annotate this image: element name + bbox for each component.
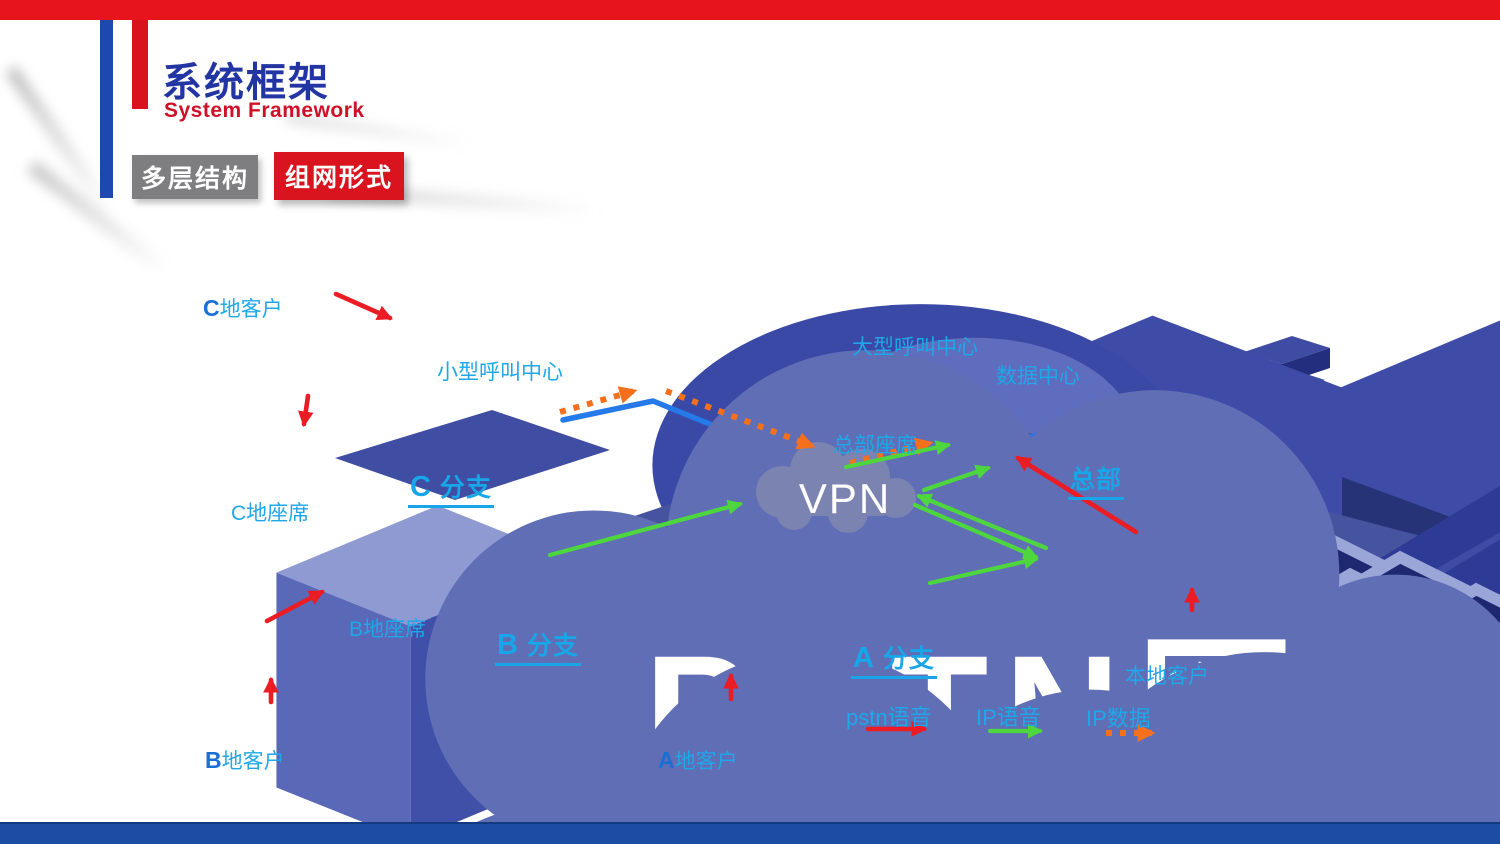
legend-ip-voice: IP语音 <box>976 705 1041 730</box>
label-branch-b-prefix: B <box>497 629 519 661</box>
voice-link-vertex-to-vpn <box>916 493 1049 551</box>
data-link-to-vpn <box>664 388 816 450</box>
voice-link-vpn-to-hq-agents-2 <box>921 464 991 493</box>
label-hq-agents: 总部座席 <box>833 434 917 457</box>
vpn-cloud-label: VPN <box>799 475 891 522</box>
branch-c-ground <box>335 410 610 500</box>
label-customer-a-rest: 地客户 <box>674 750 738 773</box>
voice-link-vpn-to-vertex <box>912 502 1039 560</box>
pstn-link-customer-c-to-cloud <box>333 291 393 321</box>
label-hq: 总部 <box>1068 460 1125 500</box>
label-customer-b: B地客户 <box>205 745 285 775</box>
voice-link-b-to-vpn <box>547 499 743 558</box>
pstn-link-cloud-b-to-agents-b <box>264 589 325 624</box>
label-customer-b-rest: 地客户 <box>221 750 285 773</box>
page-subtitle: System Framework <box>164 99 365 122</box>
blue-accent-bar <box>100 20 113 198</box>
bottom-blue-bar <box>0 822 1500 844</box>
label-small-call-center: 小型呼叫中心 <box>437 361 563 384</box>
legend-ip-data: IP数据 <box>1086 706 1151 731</box>
legend-pstn-voice: pstn语音 <box>846 705 932 730</box>
label-customer-c-rest: 地客户 <box>219 298 283 321</box>
label-customer-c-prefix: C <box>203 295 220 321</box>
label-customer-a-prefix: A <box>658 747 675 773</box>
voice-link-a-to-vertex <box>927 554 1039 586</box>
label-customer-a: A地客户 <box>658 745 738 775</box>
voice-link-vpn-to-hq-agents-1 <box>843 440 951 470</box>
label-agents-b: B地座席 <box>349 618 427 641</box>
label-large-call-center: 大型呼叫中心 <box>852 336 978 359</box>
label-agents-c: C地座席 <box>231 502 310 525</box>
page-title: 系统框架 <box>162 61 330 105</box>
label-data-center: 数据中心 <box>996 365 1080 388</box>
label-branch-c-prefix: C <box>410 471 432 503</box>
vpn-cloud: VPN <box>756 442 916 533</box>
pstn-link-cloud-to-agents-c <box>298 393 314 428</box>
label-customer-c: C地客户 <box>203 293 283 323</box>
label-branch-b-rest: 分支 <box>518 632 579 660</box>
tab-network-form[interactable]: 组网形式 <box>274 152 404 200</box>
red-accent-bar <box>132 20 148 109</box>
label-branch-a: A 分支 <box>851 639 937 679</box>
green-ip-voice-links <box>547 440 1049 739</box>
label-branch-b: B 分支 <box>495 626 581 666</box>
label-local-customer: 本地客户 <box>1125 665 1209 688</box>
label-customer-b-prefix: B <box>205 747 222 773</box>
tab-multilayer-structure[interactable]: 多层结构 <box>132 155 258 199</box>
top-red-bar <box>0 0 1500 20</box>
label-branch-a-rest: 分支 <box>874 645 935 673</box>
label-branch-c: C 分支 <box>408 468 494 508</box>
pstn-link-cloud-to-hq <box>1015 455 1139 535</box>
red-pstn-voice-links <box>263 291 1200 737</box>
orange-ip-data-links <box>559 386 1156 742</box>
label-branch-c-rest: 分支 <box>431 474 492 502</box>
label-branch-a-prefix: A <box>853 642 875 674</box>
